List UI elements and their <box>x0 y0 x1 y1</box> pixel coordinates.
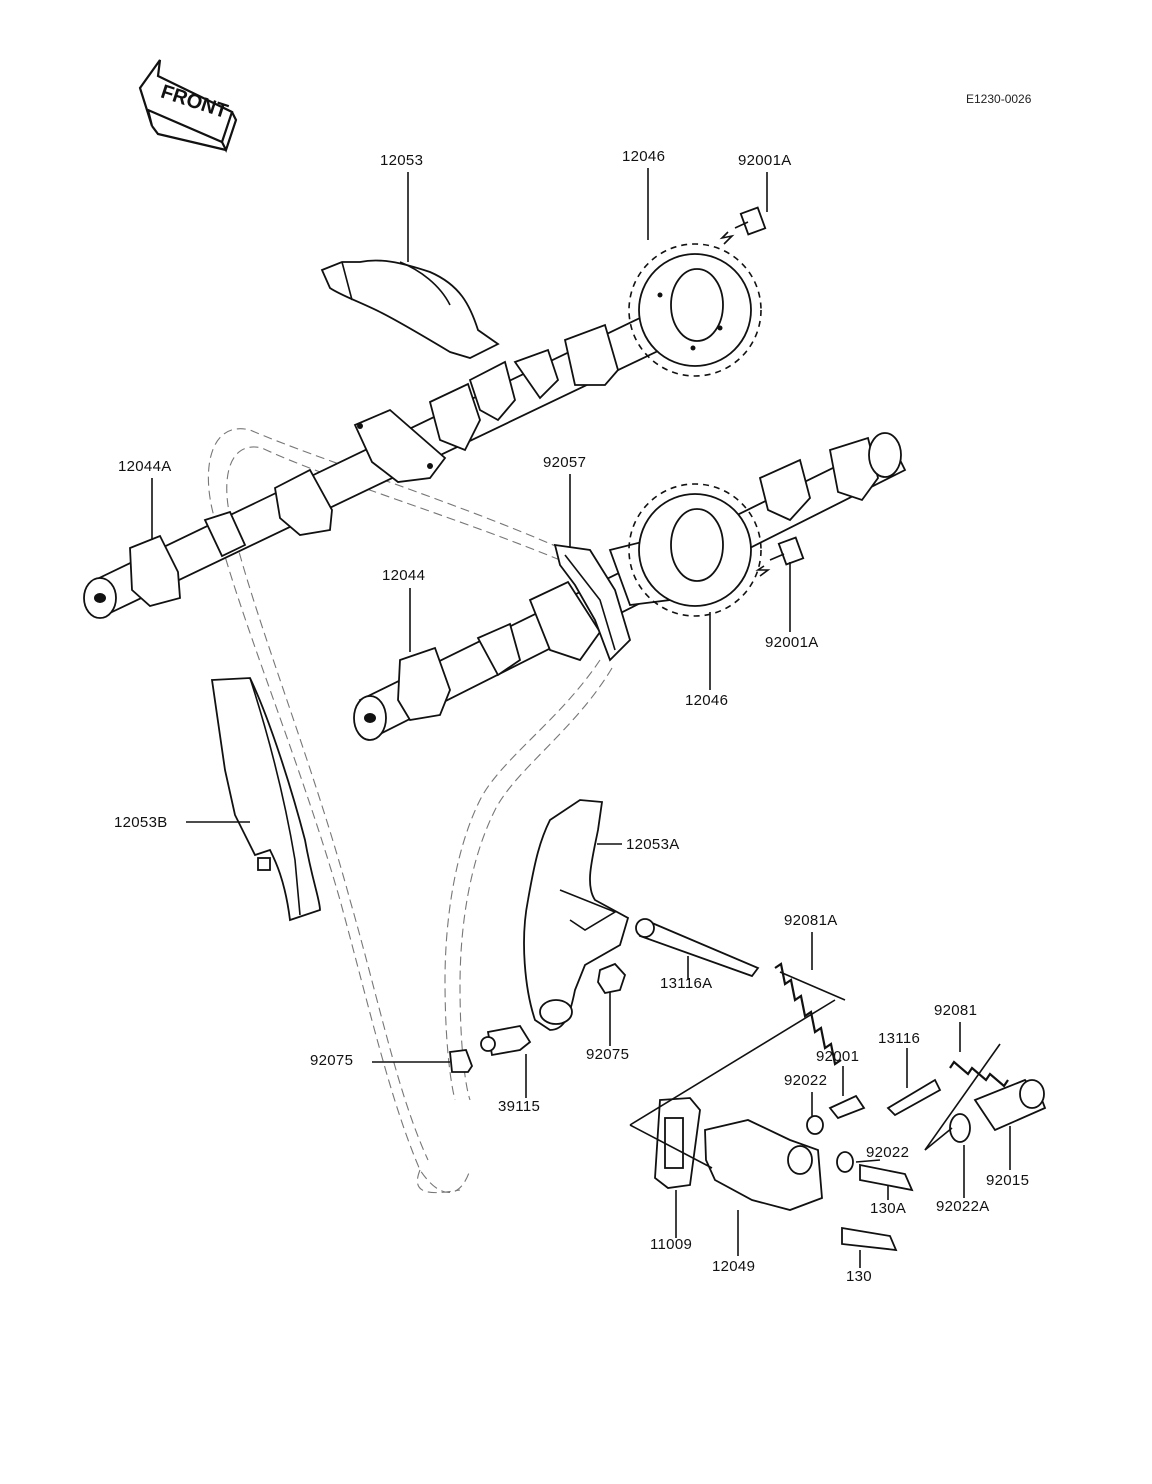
callout-92081A: 92081A <box>784 912 838 929</box>
callout-13116: 13116 <box>878 1030 921 1047</box>
callout-12046-mid: 12046 <box>685 692 729 709</box>
callout-92022-lower: 92022 <box>866 1144 910 1161</box>
tensioner-body-12049 <box>704 1119 823 1211</box>
pad-92075-left <box>449 1049 474 1073</box>
bolt-130 <box>841 1226 898 1252</box>
cap-92015 <box>973 1078 1047 1132</box>
callout-12044A: 12044A <box>118 458 172 475</box>
callout-92075-left: 92075 <box>310 1052 354 1069</box>
leader-lines <box>151 168 1011 1268</box>
rod-13116 <box>886 1078 942 1117</box>
callout-92022-upper: 92022 <box>784 1072 828 1089</box>
bolt-92001 <box>828 1094 866 1120</box>
washer-92022 <box>806 1115 854 1173</box>
sprocket-12046-upper <box>628 243 762 377</box>
camshaft-12044 <box>353 432 907 741</box>
damper-39115 <box>480 1025 532 1057</box>
diagram-code: E1230-0026 <box>966 92 1032 106</box>
callout-130: 130 <box>846 1268 872 1285</box>
o-ring-92022A <box>949 1113 971 1143</box>
callout-12044: 12044 <box>382 567 426 584</box>
callout-11009: 11009 <box>650 1236 693 1253</box>
chain-links-92057 <box>553 543 632 662</box>
callout-92057: 92057 <box>543 454 587 471</box>
callout-130A: 130A <box>870 1200 907 1217</box>
cam-chain <box>207 428 613 1194</box>
front-label: FRONT <box>158 81 230 123</box>
sprocket-12046-lower <box>628 483 762 617</box>
callout-92001A-top: 92001A <box>738 152 792 169</box>
callout-12053: 12053 <box>380 152 424 169</box>
callout-92081: 92081 <box>934 1002 978 1019</box>
callout-92001: 92001 <box>816 1048 860 1065</box>
callout-92022A: 92022A <box>936 1198 990 1215</box>
callout-92001A-mid: 92001A <box>765 634 819 651</box>
push-rod-13116A <box>635 918 760 978</box>
callout-12046-top: 12046 <box>622 148 666 165</box>
front-arrow-icon: FRONT <box>138 59 238 153</box>
chain-guide-12053 <box>320 259 500 359</box>
callout-39115: 39115 <box>498 1098 541 1115</box>
callout-92075-right: 92075 <box>586 1046 630 1063</box>
callout-92015: 92015 <box>986 1172 1030 1189</box>
callout-12049: 12049 <box>712 1258 756 1275</box>
chain-guide-12053B <box>210 677 321 922</box>
spring-92081A <box>774 962 846 1066</box>
bolt-130A <box>859 1163 914 1192</box>
callout-12053B: 12053B <box>114 814 168 831</box>
callout-12053A: 12053A <box>626 836 680 853</box>
gasket-11009 <box>654 1097 701 1189</box>
callout-13116A: 13116A <box>660 975 713 992</box>
tensioner-arm-12053A <box>523 799 630 1031</box>
bolt-92001A-lower <box>755 536 805 577</box>
camshaft-12044A <box>83 316 662 619</box>
bolt-92001A-upper <box>719 206 767 245</box>
pad-92075-right <box>597 962 627 995</box>
